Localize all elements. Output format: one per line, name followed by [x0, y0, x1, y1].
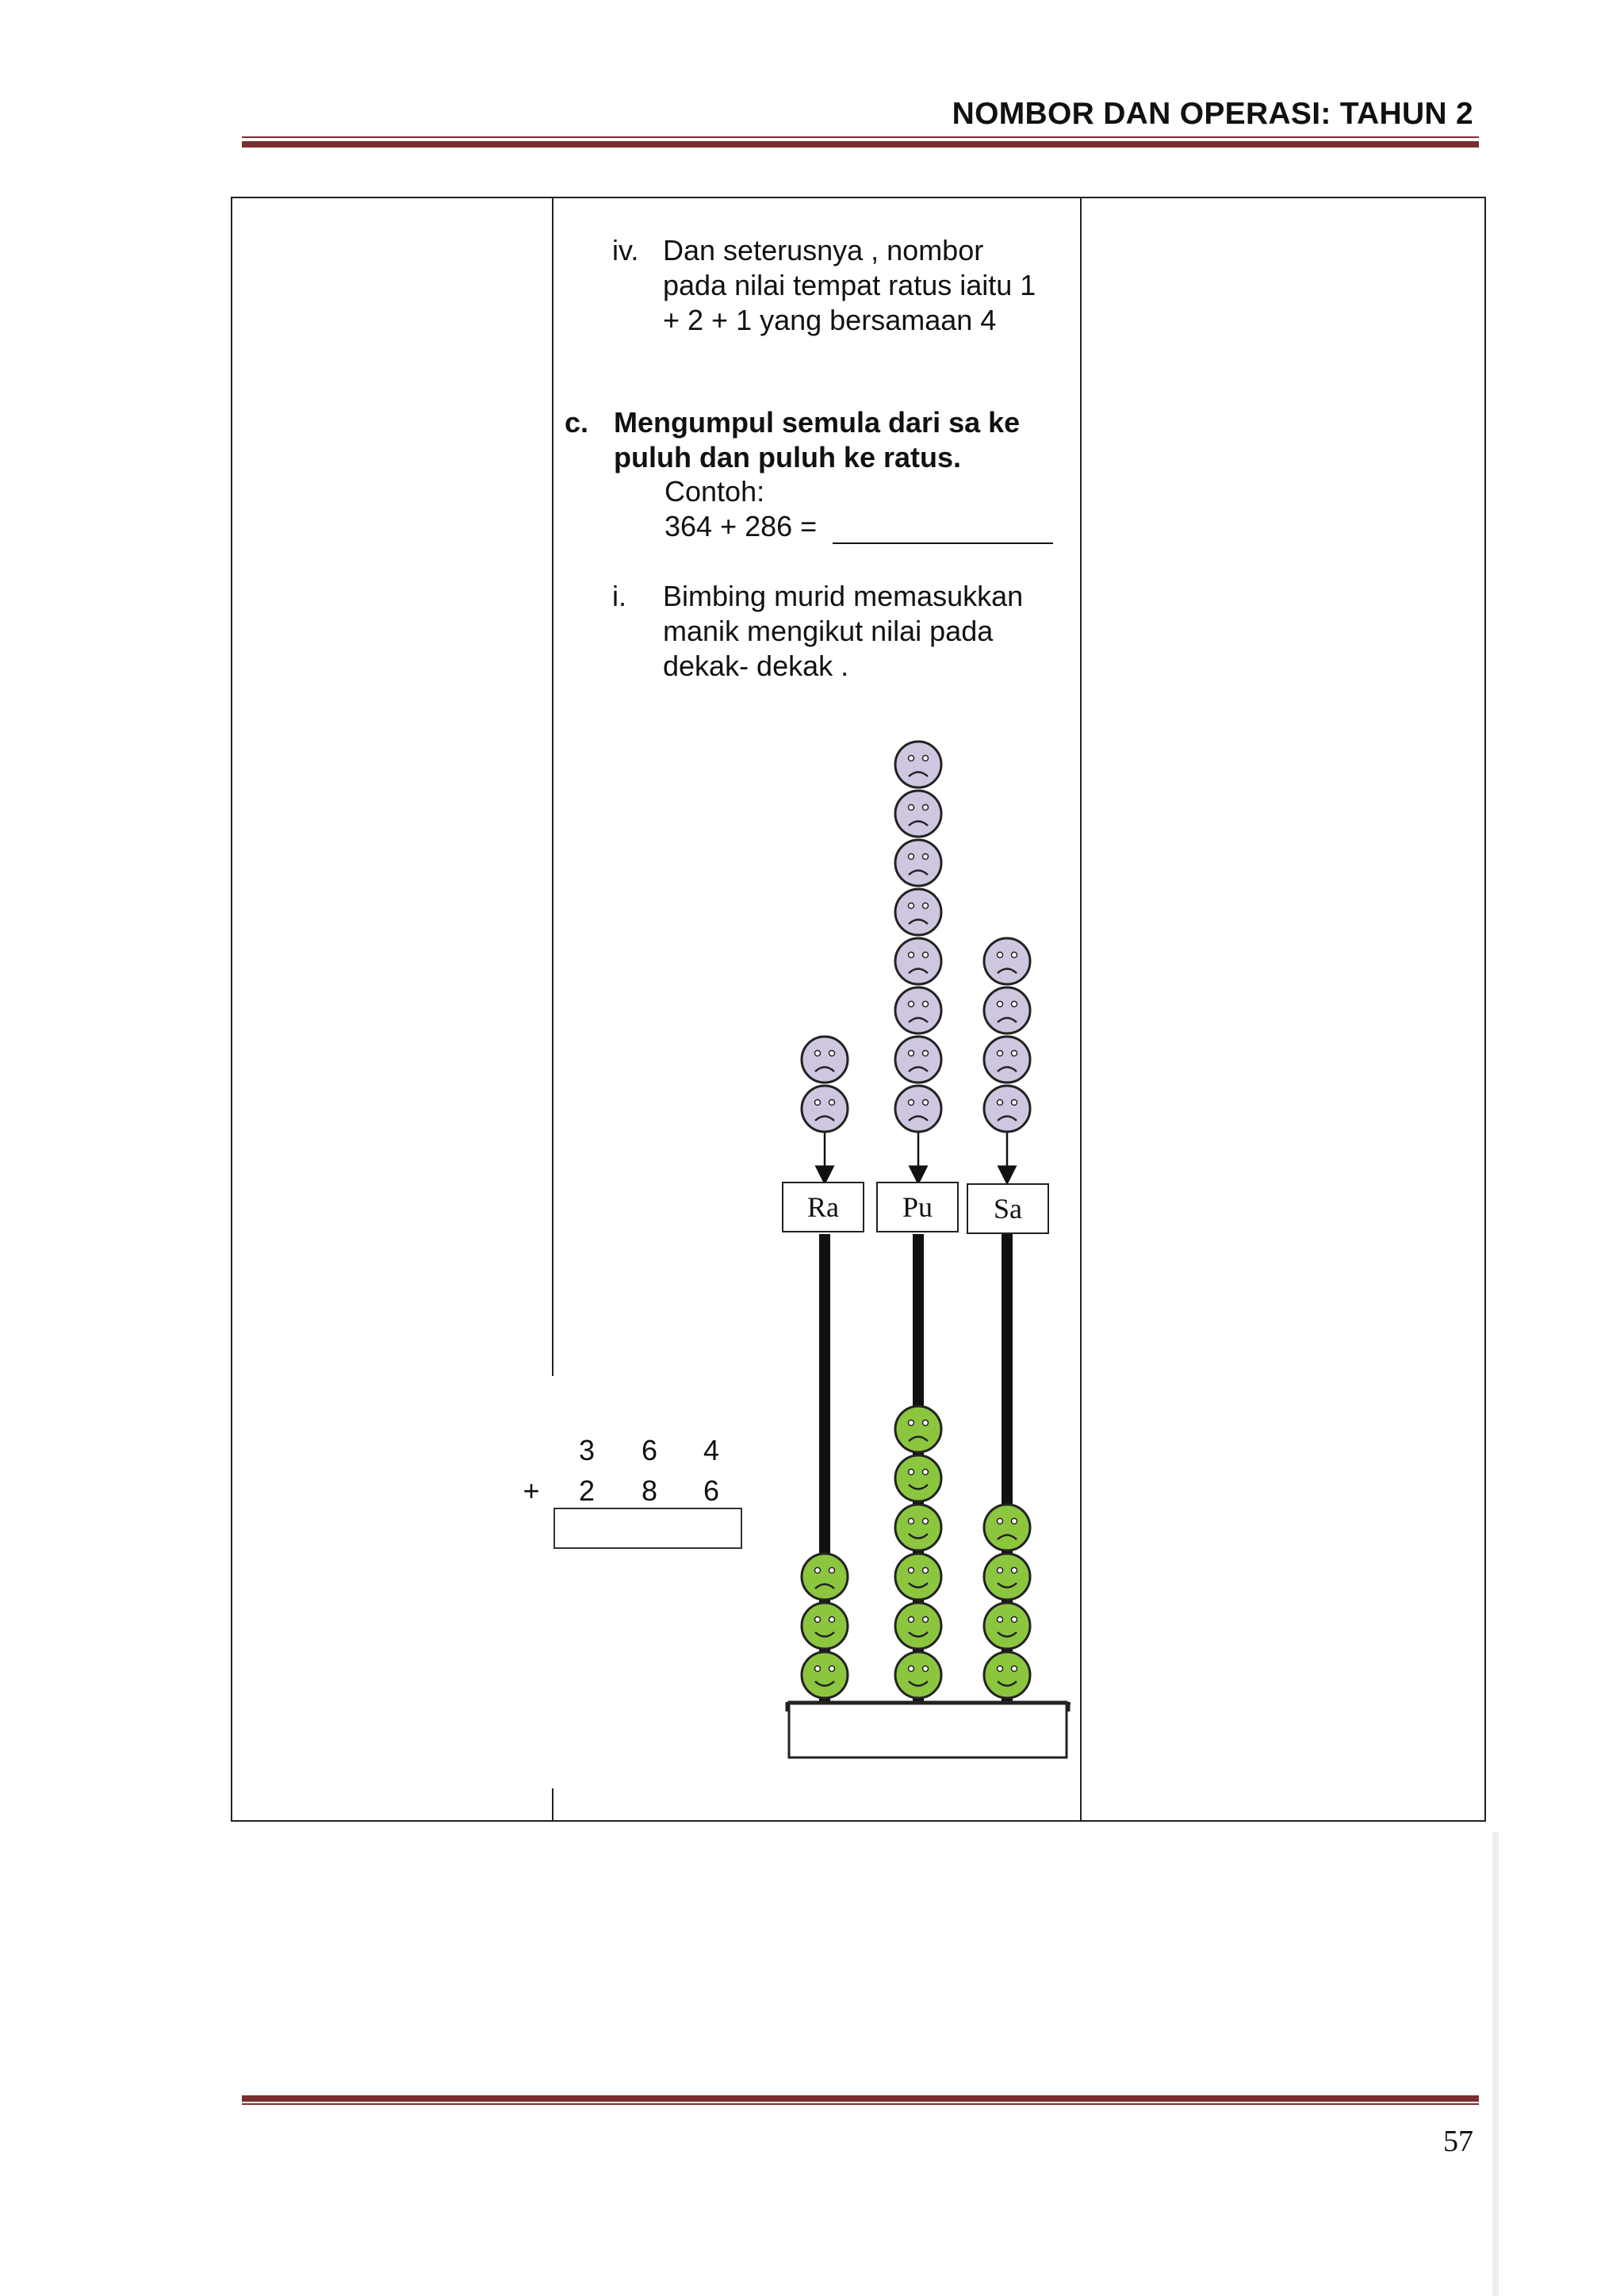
rod-label-ratus: Ra	[782, 1182, 864, 1232]
abacus-base	[787, 1700, 1068, 1759]
lesson-table	[231, 197, 1486, 1822]
incoming-bead	[800, 1084, 849, 1133]
sum-row2-tens: 8	[641, 1474, 658, 1507]
section-c-marker: c.	[565, 406, 589, 439]
sum-row1-ones: 4	[703, 1434, 720, 1466]
sum-row1-hundreds: 3	[578, 1434, 596, 1466]
incoming-bead	[894, 740, 943, 789]
rod-bead	[894, 1552, 943, 1601]
rod-bead	[894, 1503, 943, 1552]
rod-bead	[894, 1601, 943, 1650]
incoming-bead	[894, 1035, 943, 1084]
incoming-bead	[894, 838, 943, 887]
step-i-line-1: Bimbing murid memasukkan	[663, 580, 1024, 612]
incoming-bead	[982, 986, 1032, 1035]
rod-bead	[982, 1601, 1032, 1650]
step-i-line-2: manik mengikut nilai pada	[663, 615, 994, 647]
rod-bead	[800, 1552, 849, 1601]
rod-bead	[800, 1601, 849, 1650]
header-rule-thick	[242, 141, 1479, 148]
incoming-bead	[982, 1035, 1032, 1084]
incoming-bead	[894, 986, 943, 1035]
rod-label-puluh: Pu	[876, 1182, 959, 1232]
rod-bead	[982, 1650, 1032, 1700]
step-i-marker: i.	[612, 580, 626, 612]
incoming-bead	[982, 1084, 1032, 1133]
rod-bead	[982, 1503, 1032, 1552]
table-column-divider-left	[552, 197, 553, 1822]
table-column-divider-right	[1080, 197, 1082, 1822]
rod-bead	[894, 1454, 943, 1503]
incoming-bead	[894, 937, 943, 986]
footer-rule-thick	[242, 2095, 1479, 2102]
step-i-line-3: dekak- dekak .	[663, 650, 849, 682]
rod-bead	[894, 1650, 943, 1700]
rod-bead	[894, 1405, 943, 1454]
incoming-bead	[894, 1084, 943, 1133]
incoming-bead	[800, 1035, 849, 1084]
rod-bead	[982, 1552, 1032, 1601]
rod-bead	[800, 1650, 849, 1700]
page-edge-shadow	[1492, 1832, 1499, 2296]
sum-row2-hundreds: 2	[578, 1474, 596, 1507]
incoming-bead	[894, 789, 943, 838]
sum-operator: +	[523, 1474, 540, 1507]
rod-label-sa: Sa	[967, 1183, 1049, 1234]
incoming-bead	[894, 887, 943, 937]
sum-answer-box	[553, 1508, 742, 1549]
example-label: Contoh:	[665, 475, 765, 508]
page-number: 57	[1443, 2125, 1473, 2158]
divider-gap	[547, 1376, 558, 1788]
incoming-bead	[982, 937, 1032, 986]
section-c-heading-line-1: Mengumpul semula dari sa ke	[614, 406, 1021, 439]
header-rule-thin	[242, 136, 1479, 138]
example-equation: 364 + 286 =	[665, 510, 818, 542]
page-header-title: NOMBOR DAN OPERASI: TAHUN 2	[952, 97, 1473, 131]
step-iv-marker: iv.	[612, 234, 639, 266]
step-iv-line-2: pada nilai tempat ratus iaitu 1	[663, 269, 1036, 301]
step-iv-line-3: + 2 + 1 yang bersamaan 4	[663, 304, 997, 336]
footer-rule-thin	[242, 2103, 1479, 2105]
step-iv-line-1: Dan seterusnya , nombor	[663, 234, 984, 266]
section-c-heading-line-2: puluh dan puluh ke ratus.	[614, 441, 962, 473]
sum-row2-ones: 6	[703, 1474, 720, 1507]
answer-blank-line	[833, 542, 1053, 544]
sum-row1-tens: 6	[641, 1434, 658, 1466]
